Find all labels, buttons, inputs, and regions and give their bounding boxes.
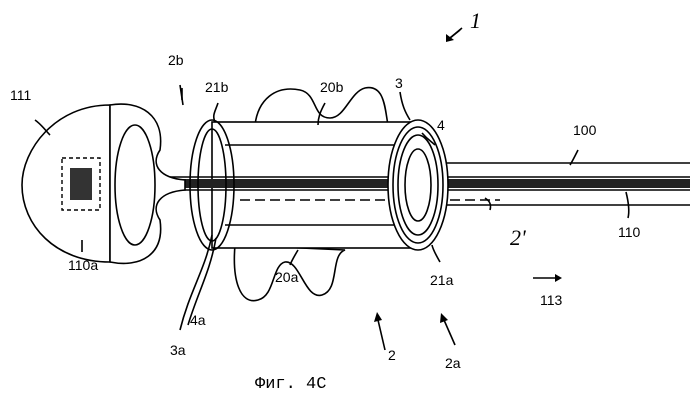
label-2b: 2b — [168, 52, 184, 68]
label-3a: 3a — [170, 342, 186, 358]
label-4: 4 — [437, 117, 445, 133]
label-21b: 21b — [205, 79, 229, 95]
cap-111 — [22, 105, 110, 262]
label-3: 3 — [395, 75, 403, 91]
label-2a: 2a — [445, 355, 461, 371]
ring-21a — [388, 120, 448, 250]
label-1: 1 — [470, 8, 481, 33]
label-111: 111 — [10, 87, 31, 103]
label-100: 100 — [573, 122, 597, 138]
connector-hub — [110, 104, 185, 263]
label-20a: 20a — [275, 269, 299, 285]
label-4a: 4a — [190, 312, 206, 328]
label-21a: 21a — [430, 272, 454, 288]
label-110a: 110a — [68, 257, 98, 273]
label-113: 113 — [540, 292, 563, 308]
figure-caption: Фиг. 4C — [255, 375, 326, 394]
label-110: 110 — [618, 224, 641, 240]
label-2-prime: 2' — [510, 225, 526, 250]
label-20b: 20b — [320, 79, 344, 95]
label-2: 2 — [388, 347, 396, 363]
